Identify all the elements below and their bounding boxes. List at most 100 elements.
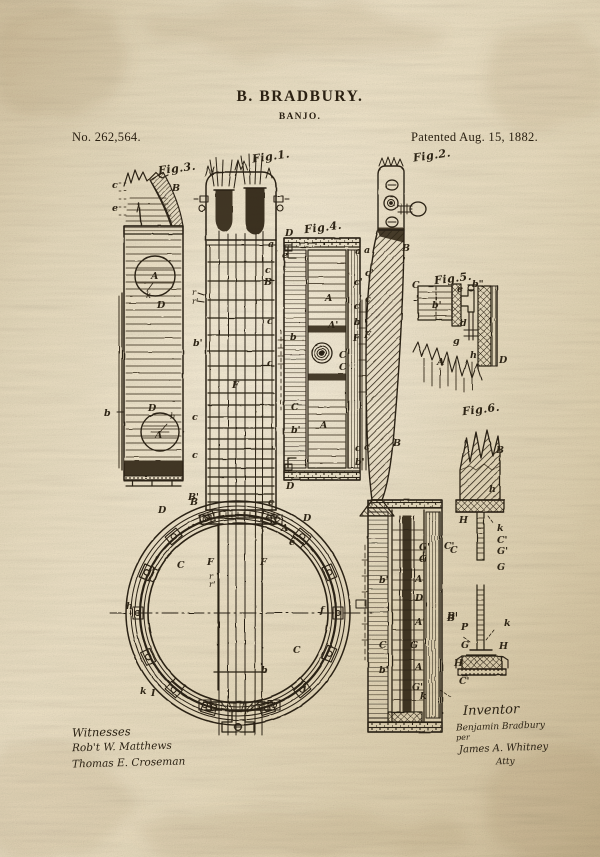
ref-letter-fig2-B: B (402, 243, 411, 254)
figure-4-drawing (277, 237, 361, 481)
ref-letter-fig1-e: e (282, 250, 289, 261)
ref-letter-fig2-B2: B (393, 438, 402, 449)
ref-letter-sec-A2: A (415, 662, 423, 673)
ref-letter-fig3-A2: A (155, 430, 163, 441)
ref-letter-fig6-G: G (497, 562, 506, 573)
witness-heading: Witnesses (71, 724, 131, 740)
ref-letter-fig3-A1: A (151, 271, 159, 282)
ref-letter-fig3-k1: k (146, 291, 152, 301)
ref-letter-fig4-A: A (325, 293, 333, 304)
ref-letter-fig3-c2: e (112, 203, 119, 214)
ref-letter-fig6-H: H (459, 515, 468, 526)
ref-letter-fig1-r3: r (209, 572, 214, 582)
ref-letter-fig4-Cleft: C (291, 402, 299, 413)
ref-letter-fig2-c2: c (355, 443, 361, 454)
ref-letter-fig1-h: h (126, 601, 133, 612)
ref-letter-fig6-Hbot: H (499, 641, 508, 652)
ref-letter-fig3-B: B (172, 183, 181, 194)
ref-letter-sec-Gp: G' (419, 542, 431, 553)
ref-letter-fig4-A2: A (320, 420, 328, 431)
ref-letter-sec-Ap: A' (415, 617, 426, 628)
ref-letter-fig5-d: d (460, 318, 467, 329)
ref-letter-fig1-f: f (320, 605, 325, 616)
invention-title: BANJO. (278, 112, 322, 122)
ref-letter-fig5-e: e (457, 284, 464, 295)
ref-letter-fig1-r: r (192, 288, 197, 298)
figure-5-drawing (412, 283, 498, 393)
ref-letter-fig4-F: F (364, 330, 371, 341)
patent-date: Patented Aug. 15, 1882. (410, 130, 538, 144)
ref-letter-sec-Gpp: G' (412, 682, 424, 693)
ref-letter-fig6-Gbot: G (461, 640, 470, 651)
ref-letter-fig2-bprime: b' (355, 457, 365, 468)
ref-letter-sec-D: D (415, 593, 424, 604)
per-label: per (455, 732, 470, 743)
ref-letter-sec-bp: b' (379, 575, 389, 586)
ref-letter-fig1-D-left: D (158, 505, 167, 516)
ref-letter-fig4-C: C (339, 350, 347, 361)
ref-letter-fig4-bprime: b' (291, 425, 301, 436)
ref-letter-fig2-c: c (354, 301, 360, 312)
ref-letter-fig1-A: A (281, 523, 289, 534)
ref-letter-fig4-c2: c (364, 442, 370, 453)
ref-letter-fig1-c4: c (192, 412, 198, 423)
ref-letter-fig4-Aprime: A' (328, 320, 339, 331)
ref-letter-fig1-D-right: D (303, 513, 312, 524)
figure-6-drawing (455, 429, 509, 676)
ref-letter-fig6-Cbot: C' (459, 676, 470, 687)
ref-letter-fig5-bprime: b' (432, 300, 442, 311)
ref-letter-fig6-k: k (497, 523, 504, 534)
ref-letter-fig1-Fleft: F (207, 557, 214, 568)
ref-letter-sec-A: A (415, 574, 423, 585)
ref-letter-sec-G2: G (410, 640, 419, 651)
ref-letter-sec-G: G (419, 554, 428, 565)
ref-letter-fig4-cprime: c' (365, 268, 374, 279)
ref-letter-fig6-P: P (461, 622, 469, 633)
ref-letter-fig2-b: b (354, 317, 361, 328)
ref-letter-fig1-F: F (232, 380, 239, 391)
ref-letter-fig1-i: i (303, 683, 307, 694)
ref-letter-fig1-Cright: C (293, 645, 301, 656)
ref-letter-fig1-r4: r' (209, 580, 216, 590)
ref-letter-fig1-B: B (264, 277, 273, 288)
ref-letter-fig3-k2: h (170, 412, 176, 422)
ref-letter-fig2-a: a (355, 246, 362, 257)
ref-letter-fig4-Dtop: D (285, 228, 294, 239)
ref-letter-fig1-c6: c (268, 497, 274, 508)
ref-letter-fig5-A: A (437, 357, 445, 368)
figure-2-section-drawing (355, 499, 453, 733)
ref-letter-fig5-h: h (470, 350, 477, 361)
ref-letter-fig4-a: a (364, 245, 371, 256)
ref-letter-fig1-b: b (261, 665, 268, 676)
ref-letter-fig6-Bprime: B' (447, 611, 458, 622)
ref-letter-fig6-B: B (496, 445, 505, 456)
ref-letter-sec-C: C (450, 545, 458, 556)
ref-letter-fig1-Cleft: C (177, 560, 185, 571)
figure-3-drawing (116, 169, 184, 487)
ref-letter-fig6-Gprime: G' (497, 546, 509, 557)
patent-number: No. 262,564. (72, 130, 141, 144)
ref-letter-fig5-D: D (499, 355, 508, 366)
ref-letter-sec-Bp: B' (447, 613, 458, 624)
ref-letter-fig5-C: C (412, 280, 420, 291)
figure-1-drawing (109, 153, 373, 736)
ref-letter-fig6-h: h (489, 484, 496, 495)
ref-letter-fig3-D1: D (157, 300, 166, 311)
ref-letter-fig5-b2: b" (472, 279, 484, 290)
ref-letter-fig3-c1: c (112, 180, 118, 191)
ref-letter-fig6-Cprime: C' (497, 535, 508, 546)
ref-letter-sec-bp2: b' (379, 665, 389, 676)
ref-letter-fig1-B2: B (190, 497, 199, 508)
ref-letter-sec-C2: C (379, 640, 387, 651)
ref-letter-fig1-a: a (268, 239, 275, 250)
ref-letter-fig1-k: k (140, 686, 147, 697)
ref-letter-fig3-D2: D (148, 403, 157, 414)
ref-letter-fig6-Cleft: C' (444, 541, 455, 552)
ref-letter-fig1-bprime: b' (193, 338, 203, 349)
ref-letter-fig5-g: g (453, 336, 460, 347)
ref-letter-fig4-b: b (290, 332, 297, 343)
ref-letter-fig4-c: c (365, 294, 371, 305)
attorney-title: Atty (495, 756, 515, 768)
